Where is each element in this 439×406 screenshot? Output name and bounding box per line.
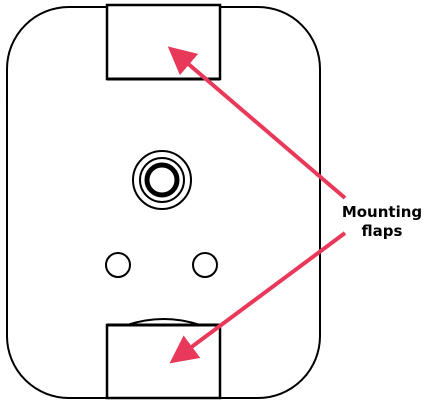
bottom-mounting-flap [105, 323, 222, 400]
socket-inner-ring [144, 162, 180, 198]
right-screw-hole [192, 252, 218, 278]
callout-line-2: flaps [361, 222, 403, 240]
bottom-flap-curve [126, 318, 201, 326]
callout-line-1: Mounting [341, 203, 423, 221]
callout-arrow-bottom [169, 231, 347, 364]
top-mounting-flap [105, 3, 222, 81]
left-screw-hole [105, 252, 131, 278]
socket-outer-ring [132, 150, 192, 210]
mounting-flaps-label: Mounting flaps [330, 203, 434, 241]
callout-arrow-top [167, 46, 347, 200]
socket-middle-ring [139, 157, 185, 203]
